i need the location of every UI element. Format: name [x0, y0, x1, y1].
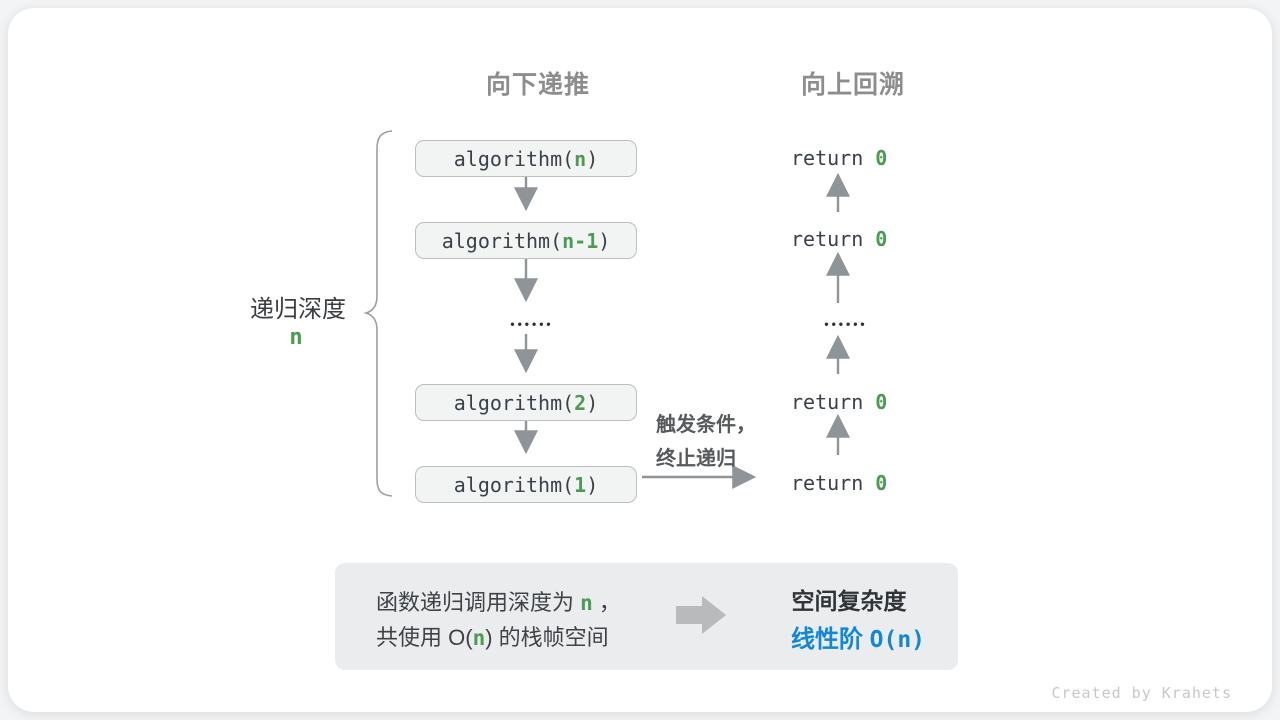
return-text: return [791, 390, 876, 414]
call-text: ) [586, 472, 599, 497]
complexity-value: 线性阶 O(n) [791, 619, 925, 654]
call-arg: n [574, 146, 587, 171]
return-text: return [791, 146, 876, 170]
complexity-title: 空间复杂度 [791, 588, 907, 614]
summary-text: ) 的栈帧空间 [485, 625, 609, 650]
return-row-2: return 0 [791, 227, 887, 251]
call-arg: n-1 [562, 228, 599, 253]
summary-text: 共使用 O( [376, 625, 473, 650]
summary-line1: 函数递归调用深度为 n ， [376, 585, 621, 617]
return-value: 0 [875, 146, 888, 170]
complexity-big-o: O(n) [869, 627, 926, 653]
call-arg: 1 [574, 472, 587, 497]
call-text: algorithm( [453, 472, 575, 497]
diagram-canvas: 向下递推 向上回溯 递归深度 n alg [8, 8, 1272, 712]
summary-text: 函数递归调用深度为 [376, 590, 581, 615]
return-text: return [791, 471, 876, 495]
return-value: 0 [875, 227, 888, 251]
call-box-2: algorithm(2) [415, 384, 637, 421]
call-arg: 2 [574, 390, 587, 415]
call-text: ) [586, 390, 599, 415]
depth-brace [363, 130, 393, 497]
depth-label: 递归深度 [250, 296, 346, 323]
trigger-label-line2: 终止递归 [656, 448, 736, 470]
trigger-label-line1: 触发条件， [656, 414, 756, 436]
summary-var: n [580, 591, 593, 615]
call-text: ) [598, 228, 611, 253]
call-box-n-1: algorithm(n-1) [415, 222, 637, 259]
depth-variable: n [289, 325, 303, 350]
summary-panel [335, 563, 958, 670]
ellipsis-left: •••••• [510, 317, 554, 331]
return-value: 0 [875, 390, 888, 414]
call-text: algorithm( [441, 228, 563, 253]
summary-line2: 共使用 O(n) 的栈帧空间 [376, 620, 609, 652]
return-text: return [791, 227, 876, 251]
return-row-1: return 0 [791, 146, 887, 170]
header-backtrack-up: 向上回溯 [800, 71, 906, 99]
ellipsis-right: •••••• [824, 317, 868, 331]
summary-text: ， [592, 590, 621, 615]
header-recurse-down: 向下递推 [485, 71, 591, 99]
call-text: ) [586, 146, 599, 171]
return-row-3: return 0 [791, 390, 887, 414]
call-box-n: algorithm(n) [415, 140, 637, 177]
watermark: Created by Krahets [1051, 684, 1232, 702]
call-text: algorithm( [453, 390, 575, 415]
call-box-1: algorithm(1) [415, 466, 637, 503]
summary-var: n [472, 626, 486, 650]
return-value: 0 [875, 471, 888, 495]
call-text: algorithm( [453, 146, 575, 171]
complexity-order: 线性阶 [790, 626, 870, 653]
return-row-4: return 0 [791, 471, 887, 495]
